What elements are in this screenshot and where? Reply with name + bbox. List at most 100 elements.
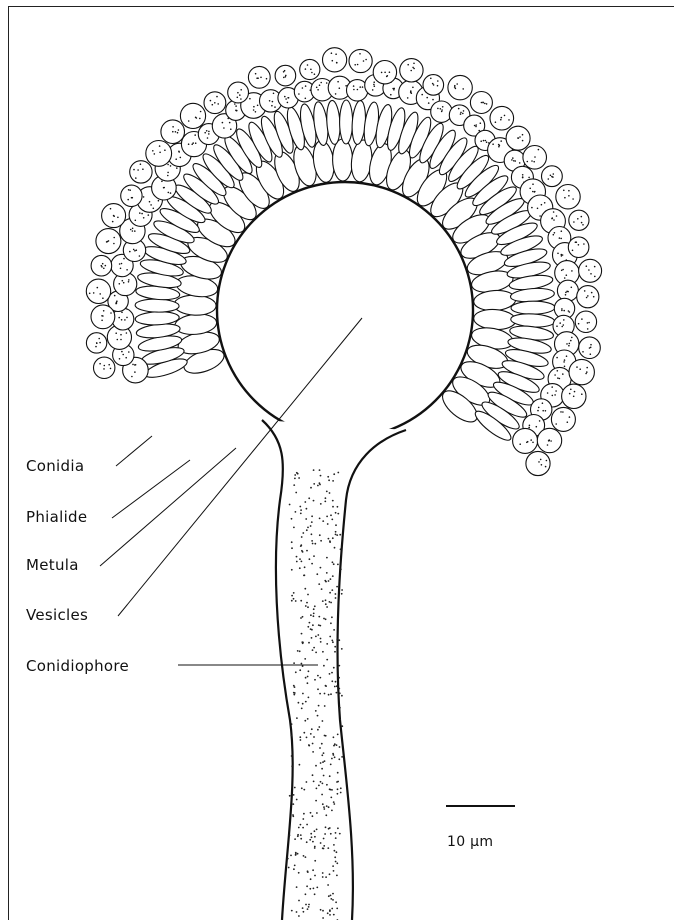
- stipple-dot: [296, 717, 298, 719]
- conidium-dot: [412, 87, 414, 89]
- stipple-dot: [321, 743, 323, 745]
- stipple-dot: [320, 842, 322, 844]
- conidium-dot: [365, 59, 367, 61]
- conidium-dot: [249, 98, 251, 100]
- conidium-dot: [93, 292, 95, 294]
- conidium-dot: [511, 159, 513, 161]
- conidium-dot: [200, 111, 202, 113]
- conidium-dot: [462, 88, 464, 90]
- stipple-dot: [307, 682, 309, 684]
- conidium-dot: [590, 353, 592, 355]
- conidium-dot: [550, 175, 552, 177]
- conidium-dot: [486, 103, 488, 105]
- stipple-dot: [292, 814, 294, 816]
- conidium-dot: [564, 197, 566, 199]
- conidium-dot: [559, 237, 561, 239]
- conidium-dot: [126, 317, 128, 319]
- conidium-dot: [562, 373, 564, 375]
- conidium-dot: [362, 86, 364, 88]
- conidium-dot: [114, 295, 116, 297]
- stipple-dot: [313, 736, 315, 738]
- stipple-dot: [315, 636, 317, 638]
- stipple-dot: [301, 708, 303, 710]
- stipple-dot: [291, 600, 293, 602]
- stipple-dot: [329, 909, 331, 911]
- stipple-dot: [308, 642, 310, 644]
- conidium-dot: [458, 108, 460, 110]
- vesicle: [217, 182, 473, 438]
- stipple-dot: [331, 789, 333, 791]
- conidium-dot: [568, 195, 570, 197]
- conidium-dot: [593, 296, 595, 298]
- stipple-dot: [337, 734, 339, 736]
- stipple-dot: [310, 733, 312, 735]
- stipple-dot: [312, 649, 314, 651]
- stipple-dot: [328, 895, 330, 897]
- conidium-dot: [565, 294, 567, 296]
- conidium-dot: [314, 73, 316, 75]
- conidium-dot: [223, 127, 225, 129]
- conidium-dot: [587, 295, 589, 297]
- stipple-dot: [293, 868, 295, 870]
- stipple-dot: [322, 876, 324, 878]
- conidium-dot: [573, 396, 575, 398]
- stipple-dot: [324, 735, 326, 737]
- conidium-dot: [113, 243, 115, 245]
- stipple-dot: [318, 726, 320, 728]
- stipple-dot: [307, 676, 309, 678]
- conidium-dot: [498, 146, 500, 148]
- conidium-dot: [522, 140, 524, 142]
- stipple-dot: [330, 898, 332, 900]
- conidium-dot: [386, 76, 388, 78]
- stipple-dot: [289, 504, 291, 506]
- conidium-dot: [381, 72, 383, 74]
- conidium-dot: [484, 103, 486, 105]
- conidium-dot: [550, 440, 552, 442]
- conidium-dot: [568, 345, 570, 347]
- conidium-dot: [178, 151, 180, 153]
- leader-conidia: [116, 436, 152, 466]
- conidium-dot: [131, 376, 133, 378]
- conidium-dot: [584, 290, 586, 292]
- stipple-dot: [339, 746, 341, 748]
- conidium-dot: [561, 310, 563, 312]
- conidium-dot: [541, 204, 543, 206]
- stipple-dot: [329, 636, 331, 638]
- stipple-dot: [335, 681, 337, 683]
- conidium-dot: [129, 189, 131, 191]
- conidium-dot: [122, 280, 124, 282]
- metula: [473, 308, 516, 331]
- conidium-dot: [556, 357, 558, 359]
- stipple-dot: [298, 915, 300, 917]
- stipple-dot: [332, 500, 334, 502]
- stipple-dot: [299, 567, 301, 569]
- stipple-dot: [312, 841, 314, 843]
- stipple-dot: [322, 651, 324, 653]
- conidium-dot: [257, 77, 259, 79]
- conidium-dot: [158, 200, 160, 202]
- stipple-dot: [317, 715, 319, 717]
- conidium-dot: [239, 94, 241, 96]
- stipple-dot: [296, 799, 298, 801]
- stipple-dot: [317, 485, 319, 487]
- stipple-dot: [315, 765, 317, 767]
- stipple-dot: [332, 480, 334, 482]
- stipple-dot: [313, 888, 315, 890]
- conidium-dot: [539, 420, 541, 422]
- conidium: [557, 280, 578, 301]
- conidium-dot: [410, 90, 412, 92]
- conidium-dot: [456, 83, 458, 85]
- stipple-dot: [341, 593, 343, 595]
- stipple-dot: [341, 648, 343, 650]
- conidium-dot: [562, 269, 564, 271]
- conidium-dot: [547, 444, 549, 446]
- stipple-dot: [322, 917, 324, 919]
- conidium-dot: [562, 254, 564, 256]
- phialide: [510, 313, 555, 328]
- conidium-dot: [433, 84, 435, 86]
- conidium-dot: [178, 129, 180, 131]
- conidium-dot: [255, 73, 257, 75]
- stipple-dot: [295, 671, 297, 673]
- stipple-dot: [318, 785, 320, 787]
- stipple-dot: [296, 911, 298, 913]
